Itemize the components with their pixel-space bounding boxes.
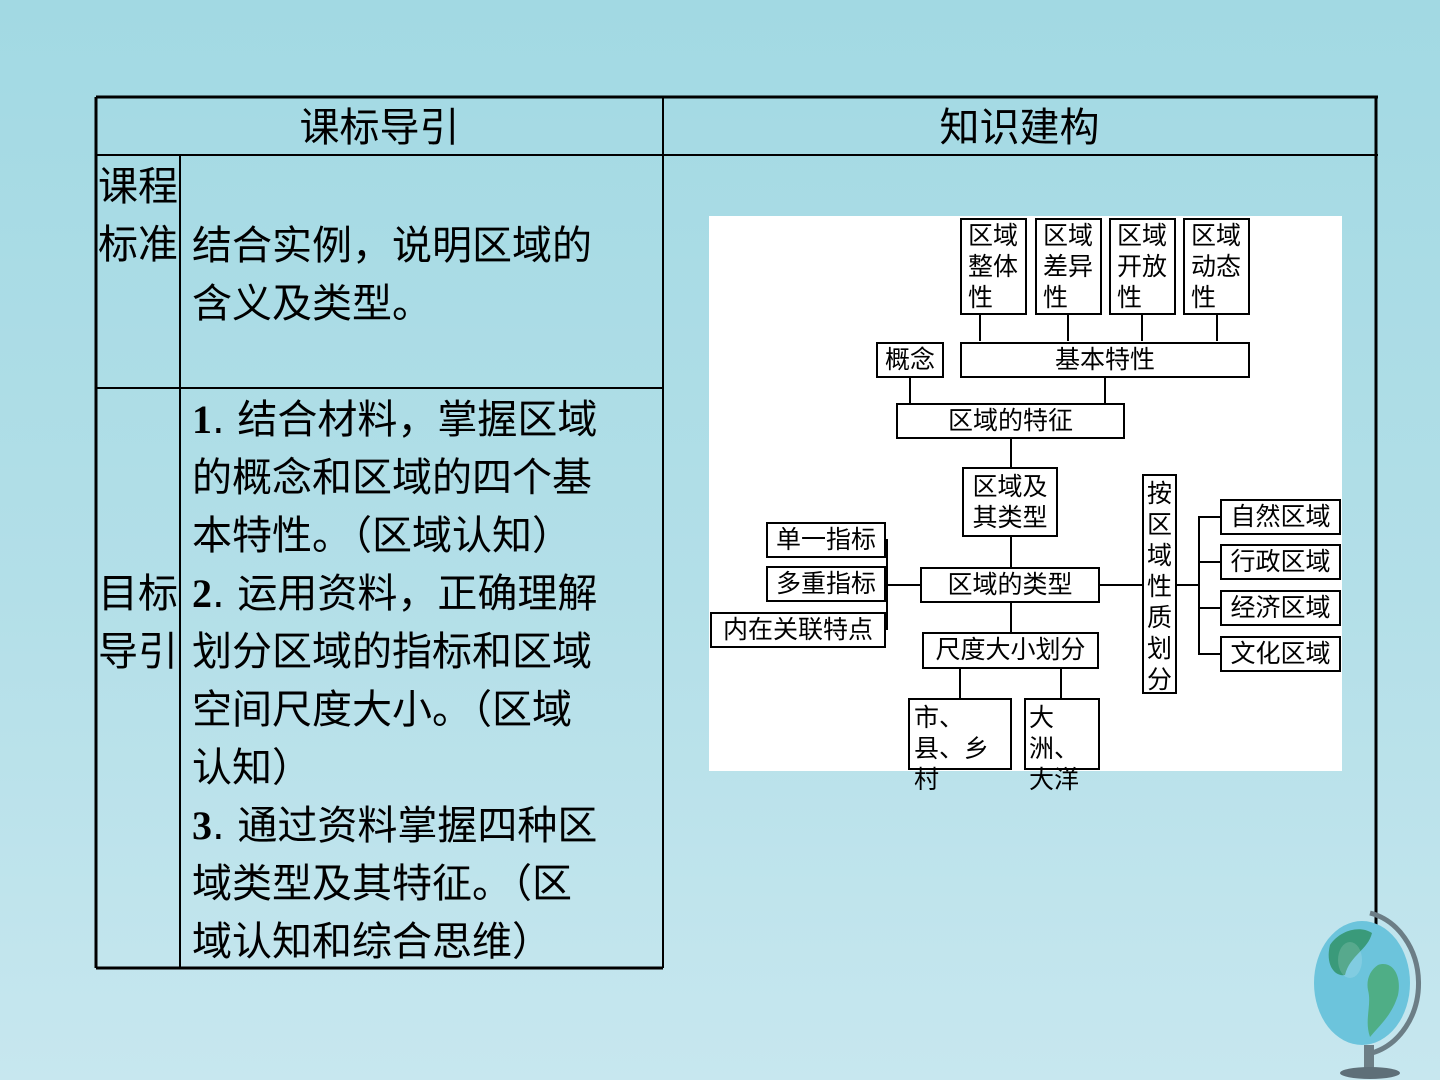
concept-box: 概念 [876, 342, 944, 378]
connector [1198, 561, 1220, 563]
header-knowledge-structure: 知识建构 [939, 105, 1100, 151]
connector [1060, 668, 1062, 698]
connector [1010, 438, 1012, 468]
row-label-goal-guide: 目标导引 [98, 571, 178, 675]
goal-text: . 运用资料，正确理解 [212, 571, 598, 617]
by-nature-box: 按区域性质划分 [1142, 474, 1177, 694]
nature-box-cultural: 文化区域 [1220, 636, 1341, 672]
connector [1010, 600, 1012, 632]
trait-box-difference: 区域差异性 [1035, 218, 1102, 315]
goal-item-3-line: 3. 通过资料掌握四种区 [192, 797, 642, 855]
connector [1099, 584, 1142, 586]
connector [979, 315, 981, 341]
text-line: 结合实例，说明区域的 [192, 223, 592, 269]
text-line: 划分区域的指标和区域 [192, 629, 592, 675]
header-course-guide: 课标导引 [299, 105, 460, 151]
connector [1216, 315, 1218, 341]
nature-box-administrative: 行政区域 [1220, 544, 1341, 580]
indicator-box-multiple: 多重指标 [766, 566, 886, 602]
knowledge-diagram: 区域整体性 区域差异性 区域开放性 区域动态性 概念 基本特性 区域的特征 区域… [709, 216, 1342, 794]
connector [1198, 607, 1220, 609]
connector [1198, 516, 1200, 655]
connector [909, 377, 911, 403]
row-label-curriculum-standard: 课程标准 [98, 164, 178, 268]
indicator-box-internal-link: 内在关联特点 [710, 612, 886, 648]
indicator-box-single: 单一指标 [766, 522, 886, 558]
scale-small-box: 市、县、乡村 [908, 698, 1012, 794]
text-line: 域认知和综合思维） [192, 919, 552, 965]
trait-box-integrity: 区域整体性 [960, 218, 1027, 315]
text-line: 域类型及其特征。（区 [192, 861, 572, 907]
nature-box-economic: 经济区域 [1220, 590, 1341, 626]
text-line: 本特性。（区域认知） [192, 513, 572, 559]
goal-number: 1 [192, 397, 212, 442]
goal-item-2-line: 2. 运用资料，正确理解 [192, 565, 642, 623]
basic-traits-box: 基本特性 [960, 342, 1250, 378]
goal-text: . 通过资料掌握四种区 [212, 803, 598, 849]
connector [1010, 536, 1012, 568]
connector [886, 584, 920, 586]
goal-number: 3 [192, 803, 212, 848]
nature-box-natural: 自然区域 [1220, 499, 1341, 535]
connector [1104, 377, 1106, 403]
connector [1198, 653, 1220, 655]
goal-guide-list: 1. 结合材料，掌握区域 的概念和区域的四个基 本特性。（区域认知） 2. 运用… [192, 391, 642, 971]
features-box: 区域的特征 [896, 403, 1125, 439]
connector [1067, 315, 1069, 341]
goal-number: 2 [192, 571, 212, 616]
trait-box-dynamics: 区域动态性 [1183, 218, 1250, 315]
region-types-box: 区域的类型 [920, 567, 1100, 603]
globe-icon [1314, 910, 1422, 1079]
scale-large-box: 大洲、大洋 [1024, 698, 1100, 794]
text-line: 的概念和区域的四个基 [192, 455, 592, 501]
connector [1176, 584, 1198, 586]
curriculum-standard-text: 结合实例，说明区域的 含义及类型。 [192, 217, 642, 333]
text-line: 认知） [192, 745, 312, 791]
text-line: 空间尺度大小。（区域 [192, 687, 572, 733]
scale-box: 尺度大小划分 [922, 632, 1099, 669]
connector [959, 668, 961, 698]
connector [1198, 516, 1220, 518]
connector [1141, 315, 1143, 341]
trait-box-openness: 区域开放性 [1109, 218, 1176, 315]
text-line: 含义及类型。 [192, 281, 432, 327]
region-types-root-box: 区域及其类型 [962, 467, 1058, 537]
goal-text: . 结合材料，掌握区域 [212, 397, 598, 443]
goal-item-1-line: 1. 结合材料，掌握区域 [192, 391, 642, 449]
